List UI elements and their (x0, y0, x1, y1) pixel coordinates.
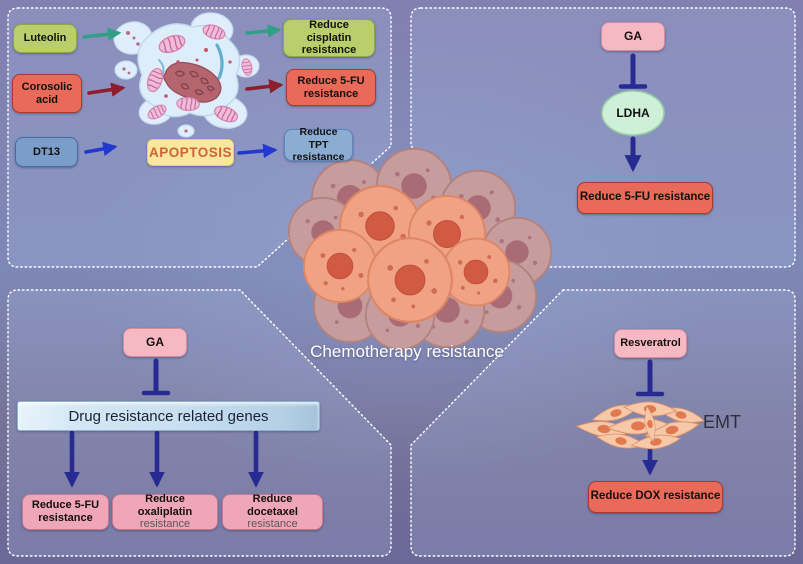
reduce-cisplatin-box: Reduce cisplatin resistance (283, 19, 375, 57)
arrow-apoptosis-to-tpt (237, 143, 278, 159)
drug-resistance-genes-bar: Drug resistance related genes (17, 401, 320, 431)
reduce-tpt-box: Reduce TPT resistance (284, 126, 353, 163)
dt13-box: DT13 (15, 137, 78, 167)
inhibit-ga-to-ldha (618, 53, 648, 89)
arrow-corosolic-to-cell (87, 82, 126, 97)
reduce-5fu-box-top-right: Reduce 5-FU resistance (577, 182, 713, 214)
reduce-docetaxel-box: Reduce docetaxel resistance (222, 492, 323, 531)
arrow-luteolin-to-cell (82, 27, 122, 41)
reduce-dox-box: Reduce DOX resistance (588, 481, 723, 513)
chemotherapy-resistance-label: Chemotherapy resistance (310, 342, 504, 361)
resveratrol-box: Resveratrol (614, 329, 687, 358)
luteolin-box: Luteolin (13, 24, 77, 53)
emt-label: EMT (703, 412, 741, 432)
apoptotic-cell-illustration (113, 12, 260, 138)
inhibit-resveratrol-to-emt (635, 359, 665, 397)
ga-box-top-right: GA (601, 22, 665, 51)
reduce-oxaliplatin-line2: resistance (139, 518, 191, 531)
reduce-5fu-box-top-left: Reduce 5-FU resistance (286, 69, 376, 106)
arrow-dt13-to-apoptosis (84, 141, 118, 156)
apoptosis-box: APOPTOSIS (147, 139, 234, 166)
reduce-docetaxel-line2: resistance (247, 518, 298, 531)
reduce-5fu-box-bottom-left: Reduce 5-FU resistance (22, 494, 109, 530)
corosolic-acid-box: Corosolic acid (12, 74, 82, 113)
ldha-label: LDHA (616, 106, 650, 120)
ldha-ellipse (601, 90, 665, 136)
reduce-docetaxel-line1: Reduce docetaxel (247, 492, 298, 518)
reduce-oxaliplatin-box: Reduce oxaliplatin resistance (112, 492, 218, 531)
reduce-oxaliplatin-line1: Reduce oxaliplatin (137, 492, 193, 518)
arrow-cell-to-cisplatin (245, 24, 282, 38)
ga-box-bottom-left: GA (123, 328, 187, 357)
arrow-cell-to-5fu (245, 79, 284, 94)
inhibit-ga-to-genes (141, 358, 171, 396)
